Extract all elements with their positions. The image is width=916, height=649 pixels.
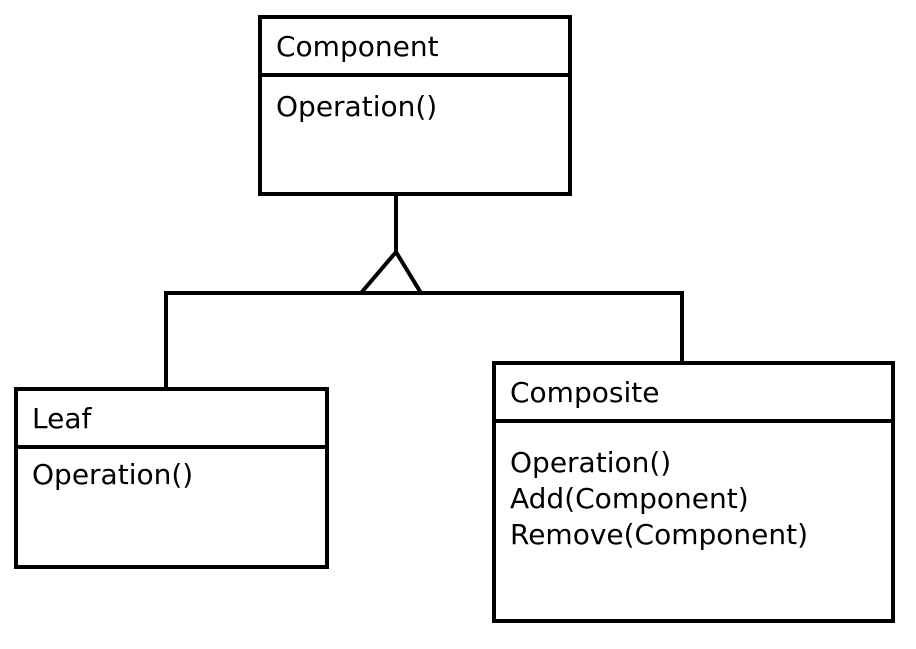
operation: Operation() — [510, 446, 672, 479]
class-component-operations: Operation() — [262, 77, 568, 125]
class-composite-name: Composite — [496, 365, 891, 423]
class-leaf-operations: Operation() — [18, 449, 325, 493]
operation: Add(Component) — [510, 482, 749, 515]
class-leaf: Leaf Operation() — [14, 387, 329, 569]
class-component: Component Operation() — [258, 15, 572, 196]
class-composite-operations: Operation() Add(Component) Remove(Compon… — [496, 423, 891, 553]
class-composite: Composite Operation() Add(Component) Rem… — [492, 361, 895, 623]
generalization-arrowhead — [356, 248, 425, 295]
operation: Remove(Component) — [510, 518, 809, 551]
class-component-name: Component — [262, 19, 568, 77]
class-leaf-name: Leaf — [18, 391, 325, 449]
operation: Operation() — [276, 90, 438, 123]
operation: Operation() — [32, 458, 194, 491]
